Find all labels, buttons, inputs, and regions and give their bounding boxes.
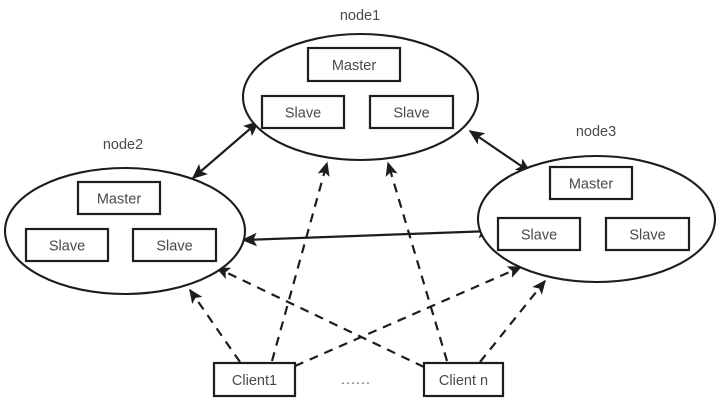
- node3-slave-left-box[interactable]: Slave: [496, 216, 582, 252]
- node2-slave-left-label: Slave: [49, 239, 85, 255]
- node1-slave-right-label: Slave: [393, 106, 429, 122]
- node2-slave-left-box[interactable]: Slave: [24, 227, 110, 263]
- node1-slave-right-box[interactable]: Slave: [368, 94, 455, 130]
- link-node2-node3: [241, 224, 494, 247]
- link-clientn-node2: [215, 267, 425, 368]
- node-node3[interactable]: node3 Master Slave Slave: [476, 124, 717, 284]
- node1-slave-left-label: Slave: [285, 106, 321, 122]
- node2-slave-right-box[interactable]: Slave: [131, 227, 218, 263]
- link-client1-node2: [189, 288, 241, 363]
- node3-slave-right-label: Slave: [629, 228, 665, 244]
- node2-master-label: Master: [97, 192, 141, 208]
- node-node1[interactable]: node1 Master Slave Slave: [241, 8, 480, 162]
- node1-slave-left-box[interactable]: Slave: [260, 94, 346, 130]
- node2-slave-right-label: Slave: [156, 239, 192, 255]
- node2-master-box[interactable]: Master: [76, 180, 162, 216]
- client1-label: Client1: [232, 373, 277, 389]
- node3-slave-left-label: Slave: [521, 228, 557, 244]
- node-node2[interactable]: node2 Master Slave Slave: [3, 137, 247, 296]
- node3-master-box[interactable]: Master: [548, 165, 634, 201]
- link-node2-node1: [191, 120, 260, 180]
- client1-box[interactable]: Client1: [212, 361, 297, 398]
- client-n-box[interactable]: Client n: [422, 361, 505, 398]
- node1-master-label: Master: [332, 58, 376, 74]
- link-client1-node3: [294, 265, 523, 368]
- node1-label: node1: [340, 8, 380, 24]
- node3-master-label: Master: [569, 177, 613, 193]
- link-node1-node3: [468, 130, 532, 173]
- link-clientn-node1: [385, 161, 449, 362]
- node1-master-box[interactable]: Master: [306, 46, 402, 83]
- node2-ellipse[interactable]: [3, 166, 247, 296]
- client-links-group: [189, 161, 546, 368]
- node2-label: node2: [103, 137, 143, 153]
- node3-label: node3: [576, 124, 616, 140]
- link-clientn-node3: [479, 279, 546, 363]
- link-client1-node1: [270, 161, 330, 362]
- cluster-links-group: [191, 120, 532, 247]
- client-n-label: Client n: [439, 373, 488, 389]
- node3-slave-right-box[interactable]: Slave: [604, 216, 691, 252]
- clients-group: Client1 ...... Client n: [212, 361, 505, 398]
- clients-ellipsis: ......: [341, 372, 371, 388]
